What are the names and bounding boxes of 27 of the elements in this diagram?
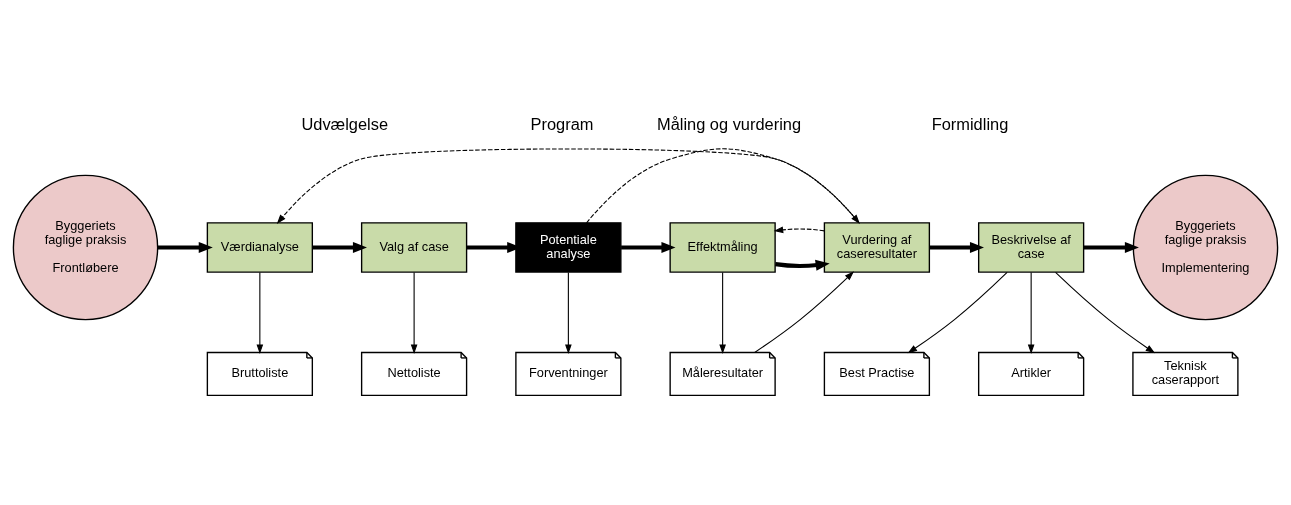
node-box: Vurdering af caseresultater [823,222,931,273]
label: Måling og vurdering [656,115,802,134]
arrow [929,241,984,253]
label: Udvælgelse [301,115,389,134]
arrow [773,226,825,234]
node-circle: Byggeriets faglige praksis Frontløbere [12,174,159,321]
arrow [1055,271,1156,354]
node-box: Værdianalyse [206,222,314,273]
arrow [256,271,264,354]
arrow [754,271,855,353]
arrow [719,271,726,354]
arrow [621,241,676,253]
node-box: Beskrivelse af case [977,222,1085,273]
label: Program [530,115,594,134]
arrow [410,271,418,354]
arrow [775,259,830,271]
arrow [1027,271,1035,354]
node-box: Potentiale analyse [515,222,622,273]
arrow [565,271,572,354]
arrow [157,241,213,253]
arrow [1083,241,1139,253]
label: Formidling [931,115,1009,134]
node-box: Effektmåling [669,222,776,273]
node-circle: Byggeriets faglige praksis Implementering [1132,174,1279,321]
arrow [312,241,367,253]
arrow [907,271,1008,354]
node-box: Valg af case [360,222,468,273]
